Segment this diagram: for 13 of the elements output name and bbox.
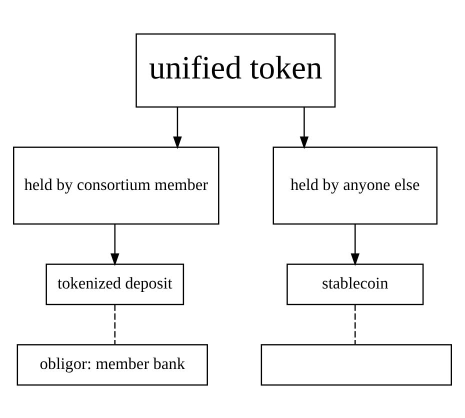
connector <box>114 304 116 344</box>
node-box: tokenized deposit <box>46 263 184 305</box>
node-box: unified token <box>136 32 336 108</box>
arrow <box>350 224 360 266</box>
arrow <box>300 106 309 149</box>
arrow <box>110 224 120 266</box>
node-box: held by anyone else <box>272 146 438 224</box>
node-box: held by consortium member <box>13 146 220 224</box>
node-box: stablecoin <box>286 263 424 305</box>
node-box: obligor: member bank <box>16 344 208 386</box>
arrow <box>173 106 182 149</box>
node-box <box>260 344 452 386</box>
connector <box>354 304 356 344</box>
